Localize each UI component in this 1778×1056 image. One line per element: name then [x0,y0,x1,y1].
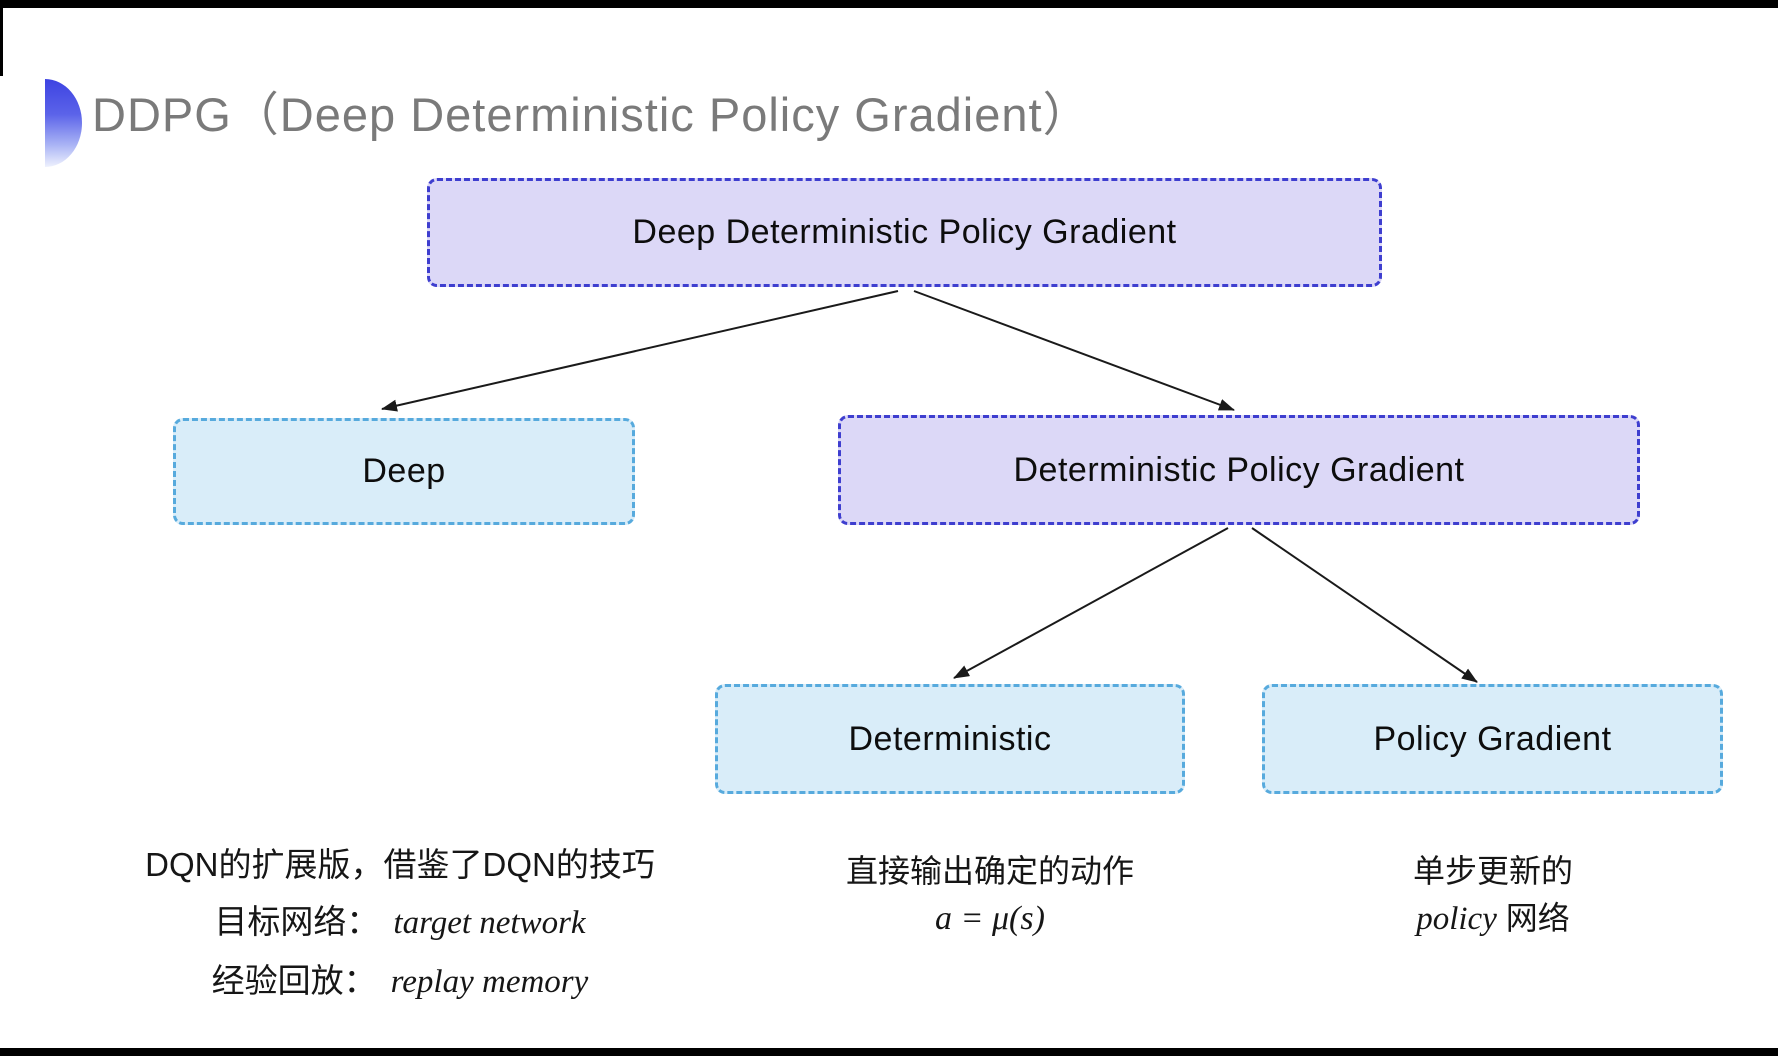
note-policy-gradient-line2: policy 网络 [1416,900,1570,937]
note-deep-line3-term: replay memory [390,964,589,1000]
tree-node-policy-gradient: Policy Gradient [1262,684,1723,794]
tree-edge [1251,527,1478,683]
tree-node-deterministic-policy-gradient: Deterministic Policy Gradient [838,415,1640,525]
tree-edge [953,527,1229,679]
tree-edge [381,290,899,412]
note-deep-line2: 目标网络：target network [214,903,586,941]
note-policy-gradient: 单步更新的 policy 网络 [1293,848,1693,943]
note-deep-line1: DQN的扩展版，借鉴了DQN的技巧 [145,846,655,883]
page-title: DDPG（Deep Deterministic Policy Gradient） [92,88,1091,141]
tree-node-deep: Deep [173,418,635,525]
note-deterministic-formula: a = μ(s) [935,900,1045,937]
note-deterministic-line1: 直接输出确定的动作 [845,853,1134,889]
note-deep-line3: 经验回放：replay memory [211,962,589,1000]
top-letterbox-bar [0,0,1778,8]
tree-node-root: Deep Deterministic Policy Gradient [427,178,1382,287]
bottom-letterbox-bar [0,1048,1778,1056]
left-edge-bar [0,0,3,76]
note-policy-gradient-line1: 单步更新的 [1412,853,1573,889]
title-bullet-icon [45,79,82,167]
note-deterministic: 直接输出确定的动作 a = μ(s) [790,848,1190,942]
tree-node-deterministic: Deterministic [715,684,1185,794]
note-deep-line2-term: target network [393,905,586,941]
note-deep: DQN的扩展版，借鉴了DQN的技巧 目标网络：target network 经验… [117,836,683,1011]
tree-edge [913,290,1235,411]
